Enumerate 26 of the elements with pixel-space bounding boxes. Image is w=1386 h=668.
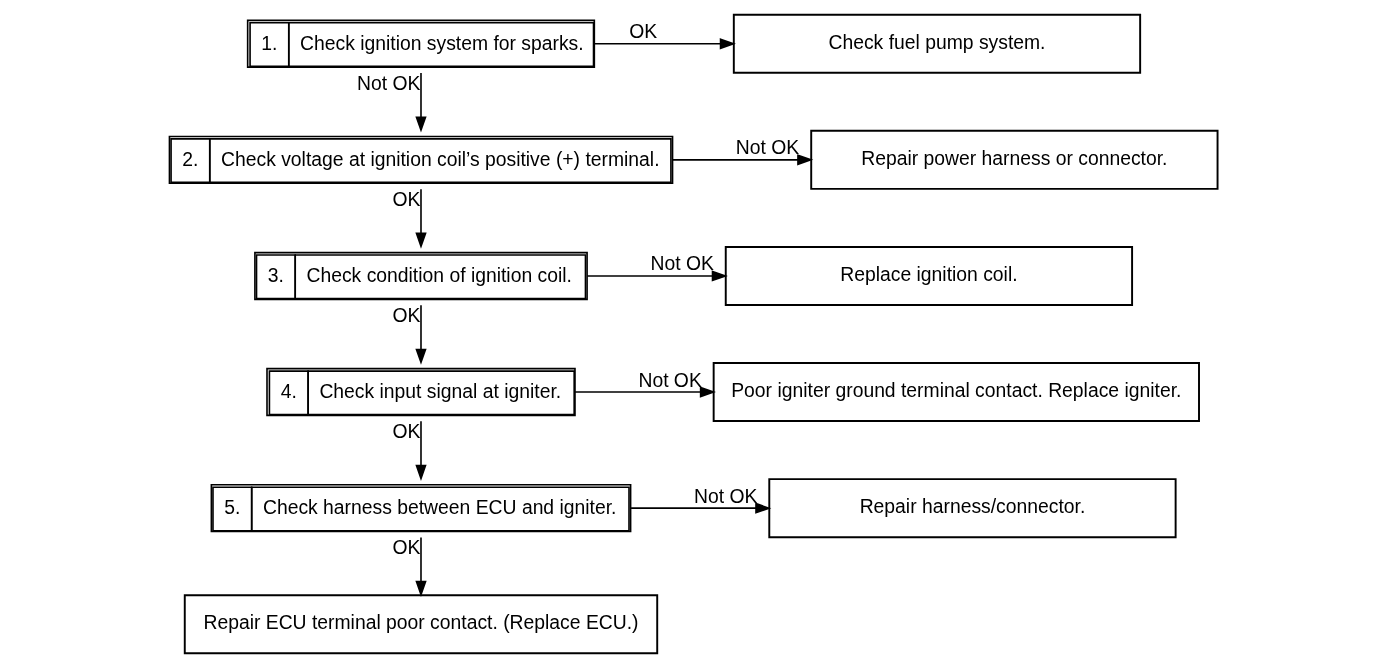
arrow bbox=[671, 154, 813, 166]
node-box: Repair power harness or connector. bbox=[809, 129, 1218, 190]
edge-label: Not OK bbox=[649, 252, 714, 275]
edge-label: Not OK bbox=[693, 484, 757, 507]
edge-label: Not OK bbox=[356, 71, 420, 94]
arrow bbox=[586, 270, 728, 282]
edge-label: OK bbox=[392, 303, 420, 326]
arrow bbox=[414, 536, 427, 597]
edge-label: Not OK bbox=[637, 368, 702, 391]
arrow bbox=[629, 502, 771, 514]
node-box: Poor igniter ground terminal contact. Replace igniter. bbox=[712, 362, 1200, 423]
arrow bbox=[414, 420, 427, 481]
node-box: Replace ignition coil. bbox=[724, 245, 1133, 306]
edge-label: OK bbox=[392, 536, 420, 559]
node-box: Check fuel pump system. bbox=[732, 13, 1141, 74]
edge-label: Not OK bbox=[735, 136, 799, 159]
node-box: Repair ECU terminal poor contact. (Replace ECU.) bbox=[183, 594, 658, 655]
arrow bbox=[414, 188, 427, 249]
node-box: Repair harness/connector. bbox=[767, 478, 1177, 539]
arrow bbox=[414, 304, 427, 365]
edge-label: OK bbox=[392, 187, 420, 210]
arrow bbox=[573, 386, 716, 398]
arrow bbox=[414, 72, 427, 133]
edge-label: OK bbox=[628, 20, 657, 43]
arrow bbox=[593, 38, 736, 50]
edge-label: OK bbox=[392, 419, 420, 442]
